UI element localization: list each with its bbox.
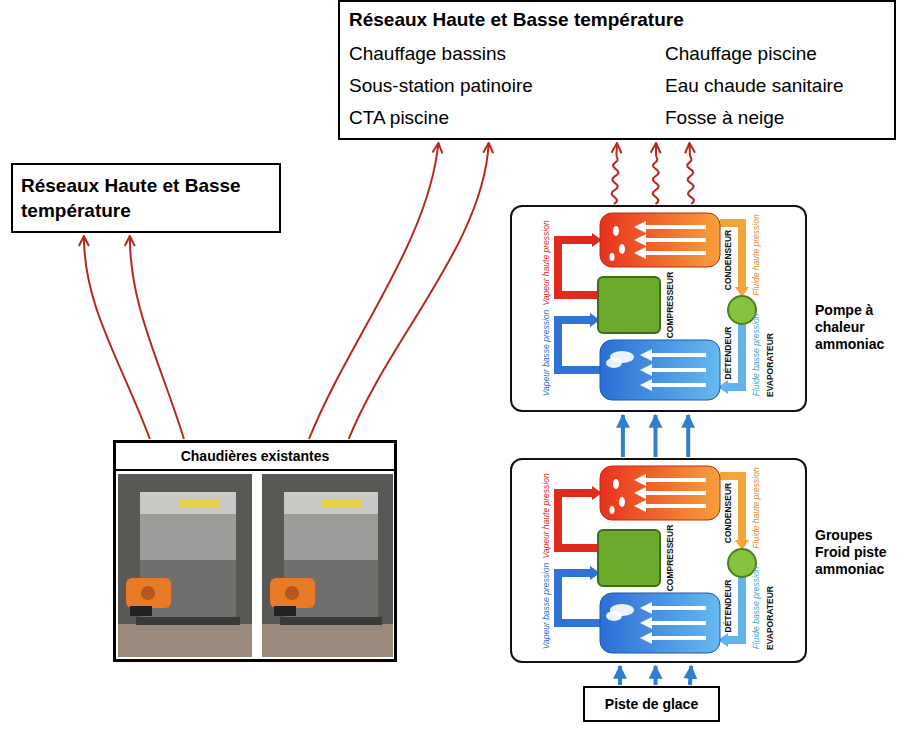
component-label: CONDENSEUR — [723, 483, 733, 543]
side-label: Pompe à chaleur ammoniac — [815, 302, 901, 353]
pipe-label: Fluide basse pression — [751, 314, 761, 397]
component-label: DÉTENDEUR — [723, 327, 733, 380]
cold-flow-arrow — [690, 666, 691, 685]
cold-flow-arrow — [654, 666, 658, 685]
list-item: Fosse à neige — [665, 106, 784, 130]
component-label: EVAPORATEUR — [765, 333, 775, 397]
heat-flow-arrow — [653, 143, 659, 204]
pipe-label: Fluide haute pression — [751, 214, 761, 295]
network-box: Réseaux Haute et Basse températureChauff… — [338, 0, 896, 140]
side-label: Groupes Froid piste ammoniac — [815, 527, 901, 578]
heat-flow-arrow — [687, 143, 694, 204]
box-heading: Réseaux Haute et Basse température — [21, 173, 271, 223]
heat-flow-arrow — [309, 143, 438, 439]
heat-flow-arrow — [349, 143, 489, 439]
ice-rink-box: Piste de glace — [583, 686, 720, 722]
list-item: Chauffage piscine — [665, 42, 817, 66]
cold-flow-arrow — [621, 415, 625, 457]
cold-flow-arrow — [654, 415, 658, 457]
box-heading: Réseaux Haute et Basse température — [349, 8, 684, 32]
pipe-label: Fluide basse pression — [751, 567, 761, 650]
heat-flow-arrow — [130, 236, 184, 439]
heat-pump-box: Pompe à chaleur ammoniac — [510, 205, 807, 412]
boiler-box: Chaudières existantes — [113, 440, 397, 662]
component-label: CONDENSEUR — [723, 230, 733, 290]
component-label: EVAPORATEUR — [765, 586, 775, 650]
component-label: DÉTENDEUR — [723, 580, 733, 633]
heat-pump-cycle — [558, 213, 756, 400]
box-heading: Chaudières existantes — [116, 443, 394, 471]
list-item: Eau chaude sanitaire — [665, 74, 844, 98]
component-label: COMPRESSEUR — [665, 525, 675, 592]
pipe-label: Vapeur haute pression — [541, 473, 551, 558]
cold-flow-arrow — [686, 415, 690, 457]
pipe-label: Fluide haute pression — [751, 467, 761, 548]
pipe-label: Vapeur haute pression — [541, 220, 551, 305]
network-box: Réseaux Haute et Basse température — [11, 163, 281, 233]
chiller-box: Groupes Froid piste ammoniac — [510, 458, 807, 663]
pipe-label: Vapeur basse pression — [541, 563, 551, 650]
boiler-photo — [262, 474, 393, 657]
heat-flow-arrow — [612, 143, 619, 204]
chiller-cycle — [558, 466, 756, 653]
list-item: Chauffage bassins — [349, 42, 506, 66]
boiler-photo — [118, 474, 252, 657]
cold-flow-arrow — [618, 666, 622, 685]
list-item: CTA piscine — [349, 106, 449, 130]
pipe-label: Vapeur basse pression — [541, 310, 551, 397]
heat-flow-arrow — [84, 236, 150, 439]
component-label: COMPRESSEUR — [665, 272, 675, 339]
box-heading: Piste de glace — [605, 695, 698, 713]
list-item: Sous-station patinoire — [349, 74, 533, 98]
